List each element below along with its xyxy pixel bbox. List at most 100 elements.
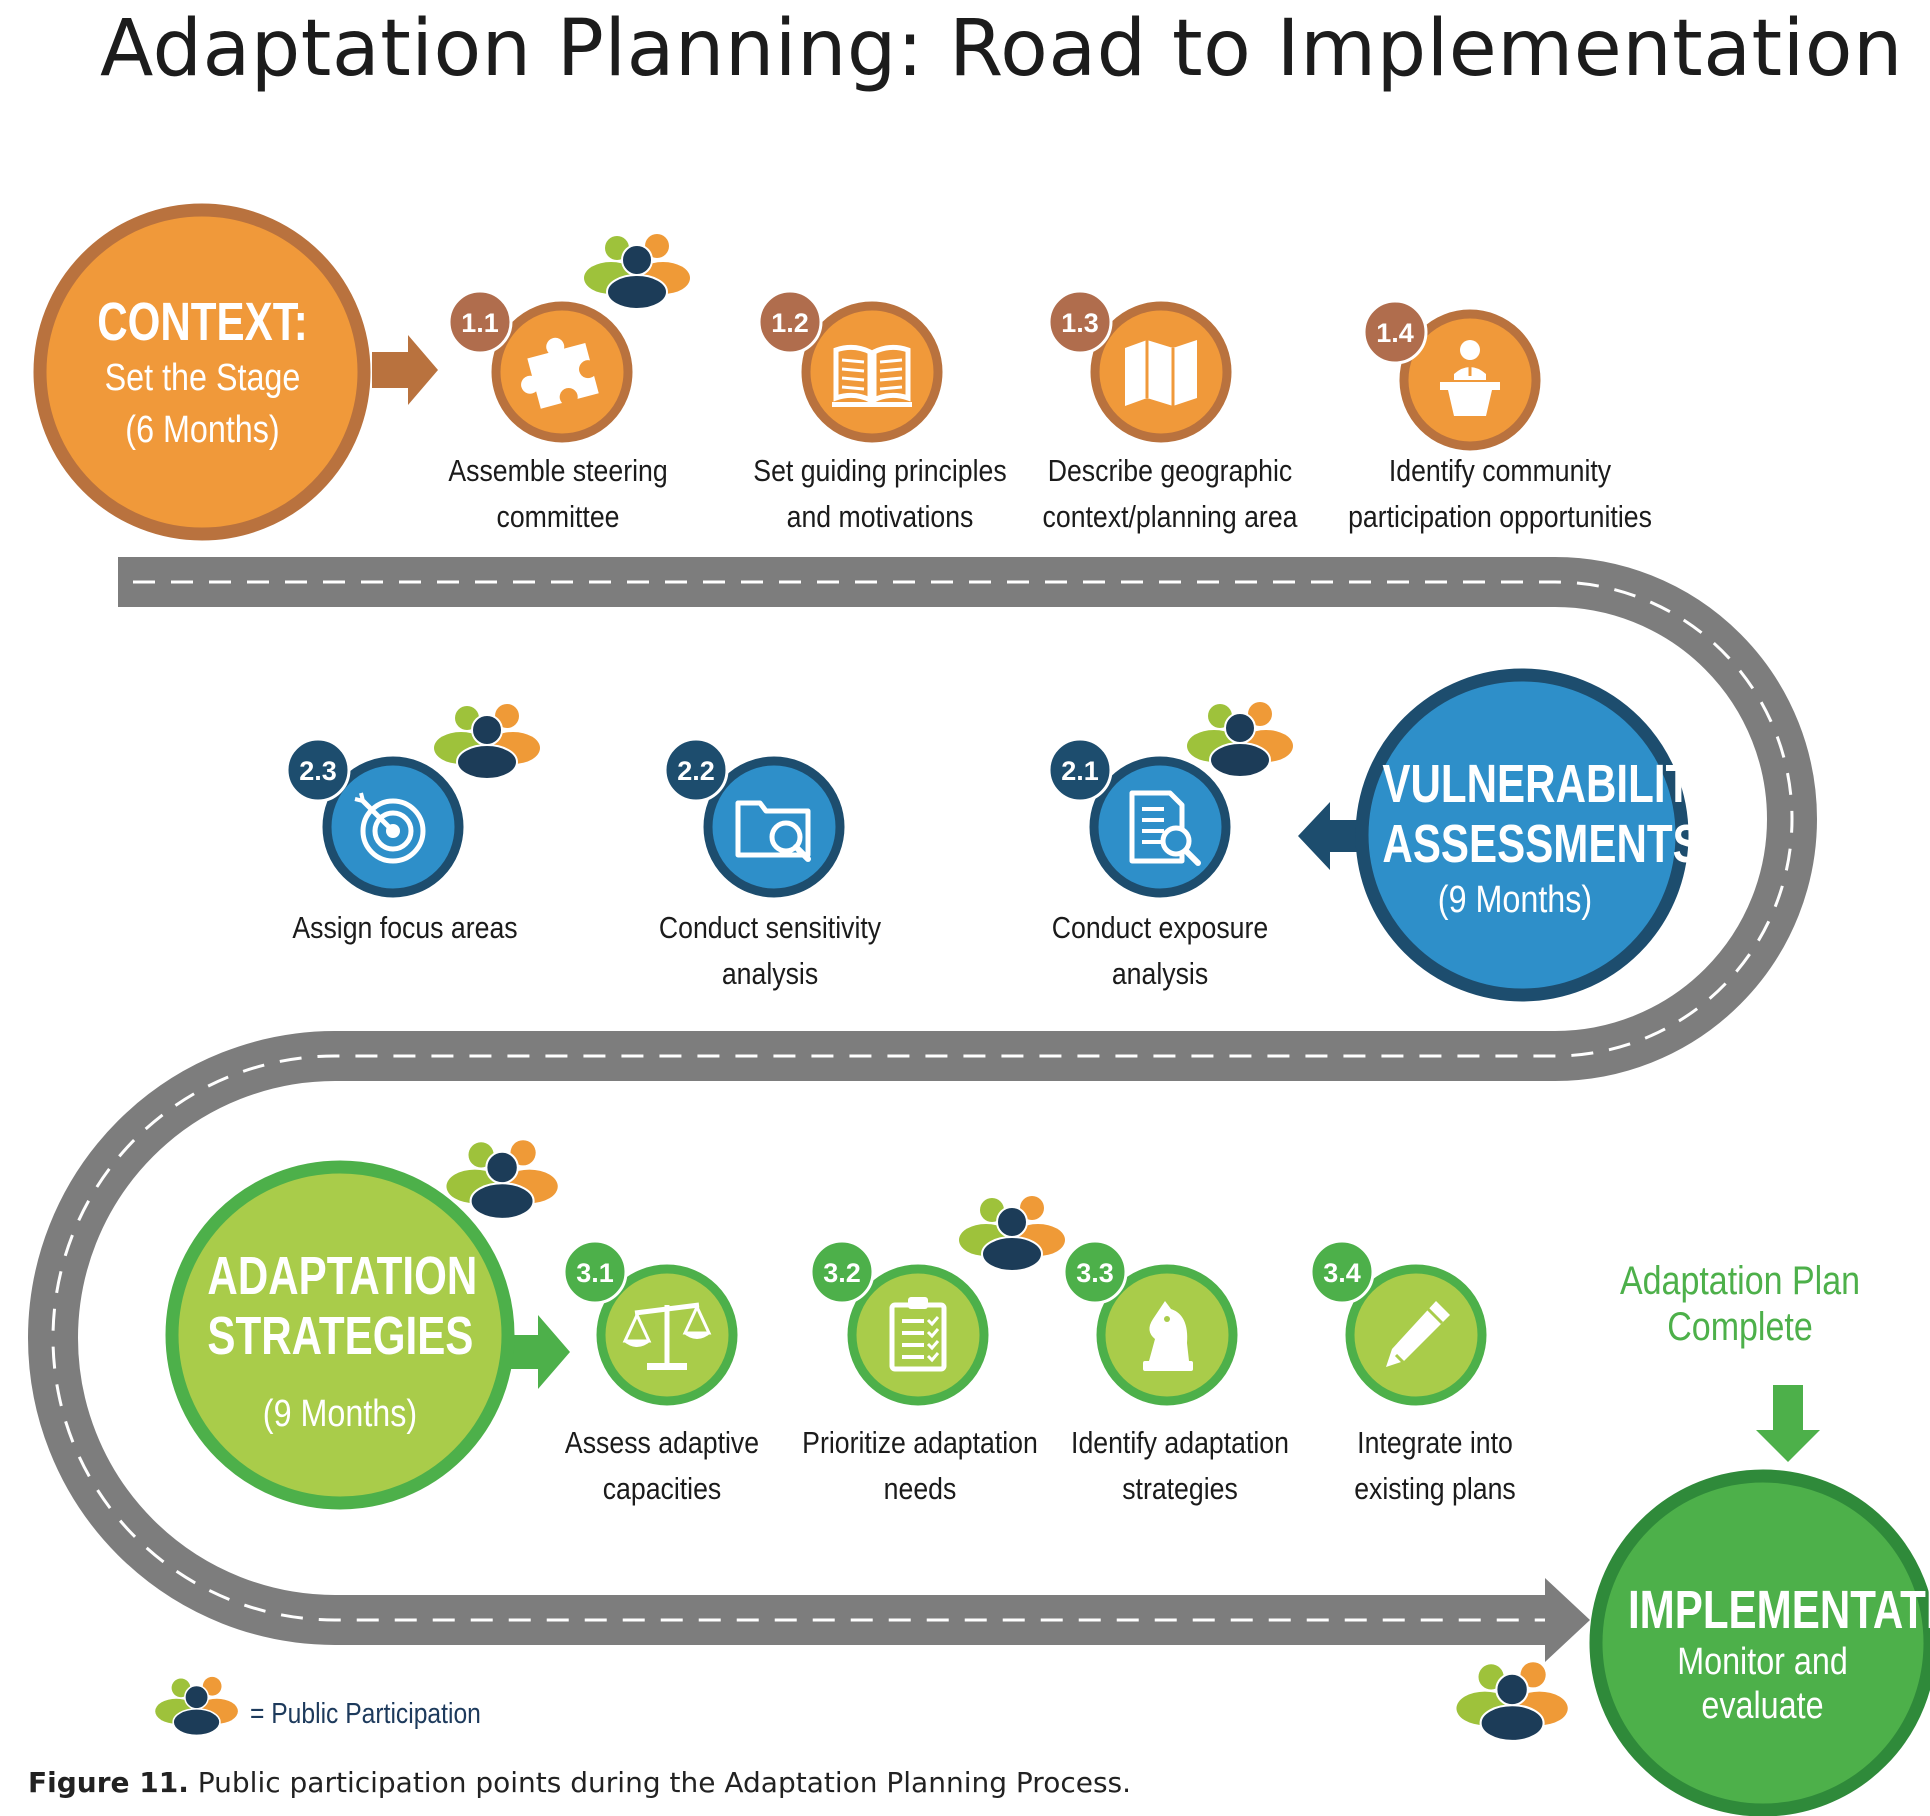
implementation-sub-line2: evaluate (1701, 1685, 1824, 1727)
step-3-1-number: 3.1 (576, 1258, 614, 1288)
vulnerability-heading-line2: ASSESSMENTS (1382, 814, 1701, 874)
step-1-1-badge (447, 289, 513, 355)
step-1-3-badge (1047, 289, 1113, 355)
context-phase-label: CONTEXT: Set the Stage (6 Months) (30, 292, 375, 456)
context-arrow (372, 335, 438, 405)
step-2-1-badge (1047, 737, 1113, 803)
step-3-2-participation-icon (959, 1196, 1065, 1272)
figure-caption: Figure 11. Public participation points d… (28, 1766, 1131, 1799)
legend-participation-icon (155, 1676, 238, 1737)
implementation-phase-label: IMPLEMENTATION Monitor and evaluate (1590, 1580, 1930, 1728)
adaptation-duration-wrap: (9 Months) (170, 1388, 510, 1440)
folder-search-icon (735, 800, 811, 862)
context-heading: CONTEXT: (97, 292, 308, 352)
caption-text: Public participation points during the A… (188, 1766, 1132, 1799)
vulnerability-duration: (9 Months) (1437, 879, 1593, 921)
step-1-2-node: 1.2 (757, 289, 943, 443)
chess-knight-icon (1143, 1301, 1193, 1371)
step-1-4-number: 1.4 (1376, 318, 1414, 348)
pen-icon (1386, 1301, 1450, 1367)
adaptation-heading-line2: STRATEGIES (207, 1306, 474, 1366)
adaptation-duration: (9 Months) (262, 1393, 418, 1435)
step-2-1-node: 2.1 (1047, 737, 1231, 898)
implementation-circle (1589, 1469, 1930, 1816)
road-end-arrow (1545, 1578, 1590, 1662)
step-2-2-node: 2.2 (663, 737, 845, 898)
step-3-4-badge (1309, 1239, 1375, 1305)
implementation-heading: IMPLEMENTATION (1627, 1580, 1930, 1640)
vulnerability-heading-line1: VULNERABILITY (1382, 754, 1720, 814)
step-1-1-participation-icon (584, 234, 690, 310)
clipboard-icon (889, 1297, 947, 1372)
scales-icon (622, 1302, 712, 1370)
step-3-1-badge (562, 1239, 628, 1305)
document-search-icon (1129, 790, 1201, 866)
step-1-3-node: 1.3 (1047, 289, 1232, 443)
target-icon (354, 792, 426, 864)
step-2-3-participation-icon (434, 704, 540, 780)
step-1-4-node: 1.4 (1362, 299, 1541, 451)
plan-complete-arrow (1756, 1385, 1820, 1462)
context-subtitle: Set the Stage (104, 357, 301, 399)
vulnerability-phase-label: VULNERABILITY ASSESSMENTS (9 Months) (1345, 754, 1720, 926)
step-3-3-badge (1062, 1239, 1128, 1305)
step-2-2-badge (663, 737, 729, 803)
legend-text: = Public Participation (250, 1698, 481, 1730)
step-1-1-number: 1.1 (461, 308, 499, 338)
road-start-notch (72, 557, 118, 607)
step-2-1-circle (1089, 756, 1231, 898)
podium-speaker-icon (1440, 340, 1500, 416)
caption-label: Figure 11. (28, 1766, 189, 1799)
road-center-dashes (51, 580, 1794, 1622)
adaptation-heading-line1: ADAPTATION (207, 1246, 478, 1306)
step-2-2-number: 2.2 (677, 756, 715, 786)
step-2-3-label: Assign focus areas (292, 910, 518, 945)
step-3-3-number: 3.3 (1076, 1258, 1114, 1288)
step-2-1-number: 2.1 (1061, 756, 1099, 786)
step-1-2-badge (757, 289, 823, 355)
plan-complete-line1: Adaptation Plan (1619, 1259, 1861, 1303)
step-1-4-badge (1362, 299, 1428, 365)
vulnerability-circle (1355, 668, 1689, 1002)
implementation-participation-icon (1456, 1662, 1568, 1742)
step-3-2-badge (809, 1239, 875, 1305)
adaptation-arrow (505, 1315, 570, 1389)
step-3-1-node: 3.1 (562, 1239, 738, 1406)
adaptation-participation-icon (446, 1140, 558, 1220)
context-circle (33, 203, 371, 541)
map-icon (1125, 340, 1197, 406)
puzzle-icon (521, 337, 599, 409)
vulnerability-arrow (1298, 802, 1368, 870)
step-2-3-badge (285, 737, 351, 803)
step-2-1-participation-icon (1187, 702, 1293, 778)
plan-complete-label: Adaptation Plan Complete (1613, 1258, 1868, 1350)
page-title: Adaptation Planning: Road to Implementat… (100, 4, 1903, 94)
step-1-2-number: 1.2 (771, 308, 809, 338)
book-icon (832, 344, 912, 407)
adaptation-phase-label: ADAPTATION STRATEGIES (170, 1246, 510, 1366)
adaptation-circle (165, 1160, 515, 1510)
step-2-3-node: 2.3 (285, 737, 464, 898)
step-3-2-node: 3.2 (809, 1239, 989, 1406)
plan-complete-line2: Complete (1667, 1305, 1813, 1349)
step-3-4-node: 3.4 (1309, 1239, 1487, 1406)
implementation-sub-line1: Monitor and (1677, 1641, 1848, 1683)
context-duration: (6 Months) (125, 409, 280, 451)
step-1-3-number: 1.3 (1061, 308, 1099, 338)
step-3-3-node: 3.3 (1062, 1239, 1238, 1406)
step-3-2-number: 3.2 (823, 1258, 861, 1288)
step-3-4-number: 3.4 (1323, 1258, 1361, 1288)
step-1-1-node: 1.1 (447, 289, 633, 443)
